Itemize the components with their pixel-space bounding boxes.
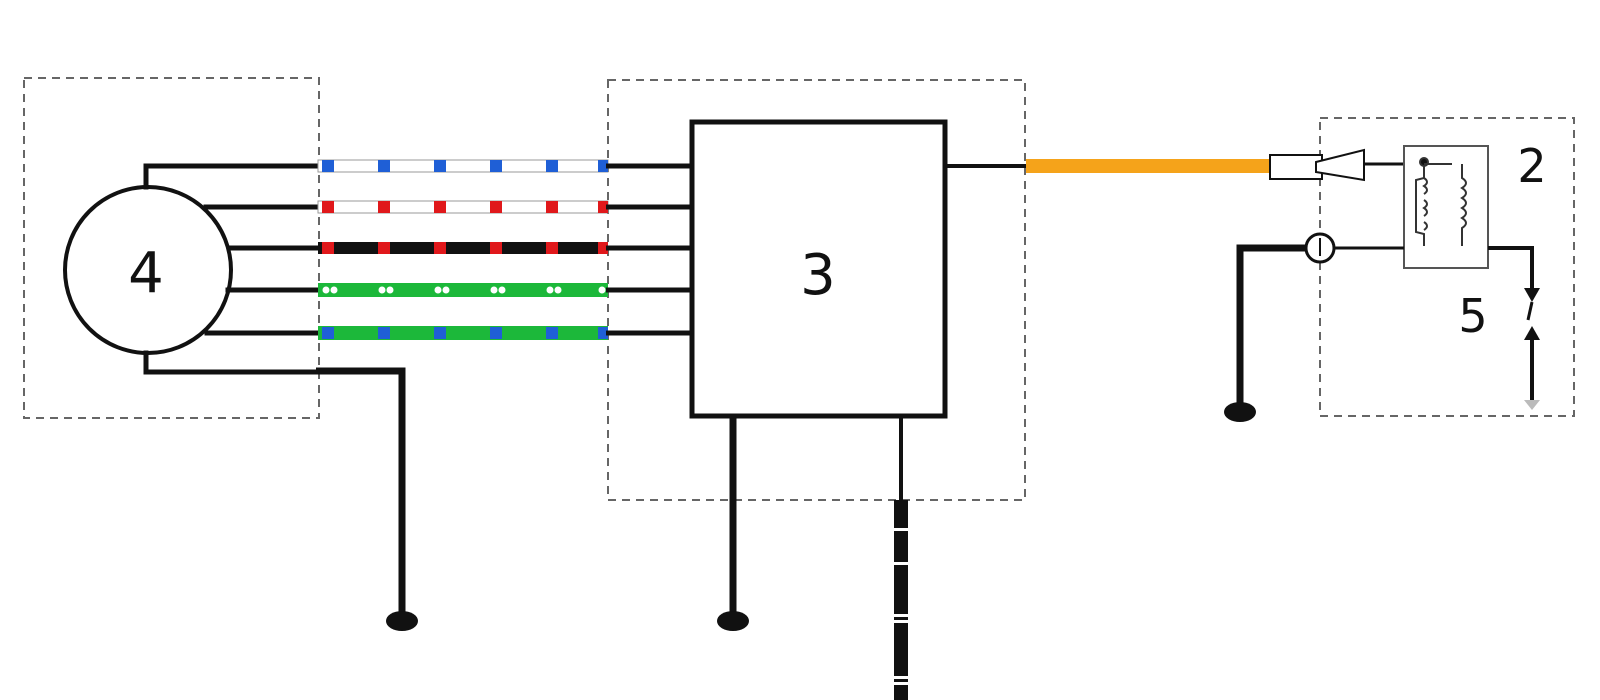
module-input-wires <box>606 163 692 336</box>
striped-output-wire <box>894 500 908 700</box>
harness-wire-blue-white <box>317 159 609 173</box>
module-box <box>689 119 948 419</box>
generator-leads <box>143 163 323 375</box>
harness-wires <box>317 159 609 340</box>
connector-plug <box>1269 154 1323 180</box>
switch-contacts-icon <box>1524 288 1540 410</box>
lamp-ground-wire <box>1236 244 1306 404</box>
ground-icon <box>1224 402 1256 422</box>
harness-wire-white-green <box>318 283 608 297</box>
relay-coil-icon <box>1415 157 1467 246</box>
relay-label: 2 <box>1517 139 1546 193</box>
lead-6 <box>143 350 323 375</box>
lead-1 <box>143 163 323 190</box>
ground-icon <box>717 611 749 631</box>
relay-box <box>1403 145 1489 269</box>
module-label: 3 <box>800 243 836 308</box>
orange-wire <box>1026 159 1270 173</box>
connector-socket <box>1315 148 1365 182</box>
ground-icon <box>386 611 418 631</box>
relay-to-switch-wire <box>1488 246 1534 290</box>
switch-label: 5 <box>1458 289 1487 343</box>
harness-wire-red-black <box>318 242 608 254</box>
relay-enclosure <box>1319 117 1575 417</box>
harness-wire-red-white <box>317 200 609 214</box>
generator-label: 4 <box>128 241 164 306</box>
harness-wire-blue-green <box>318 326 608 340</box>
generator-ground-wire <box>316 367 406 612</box>
